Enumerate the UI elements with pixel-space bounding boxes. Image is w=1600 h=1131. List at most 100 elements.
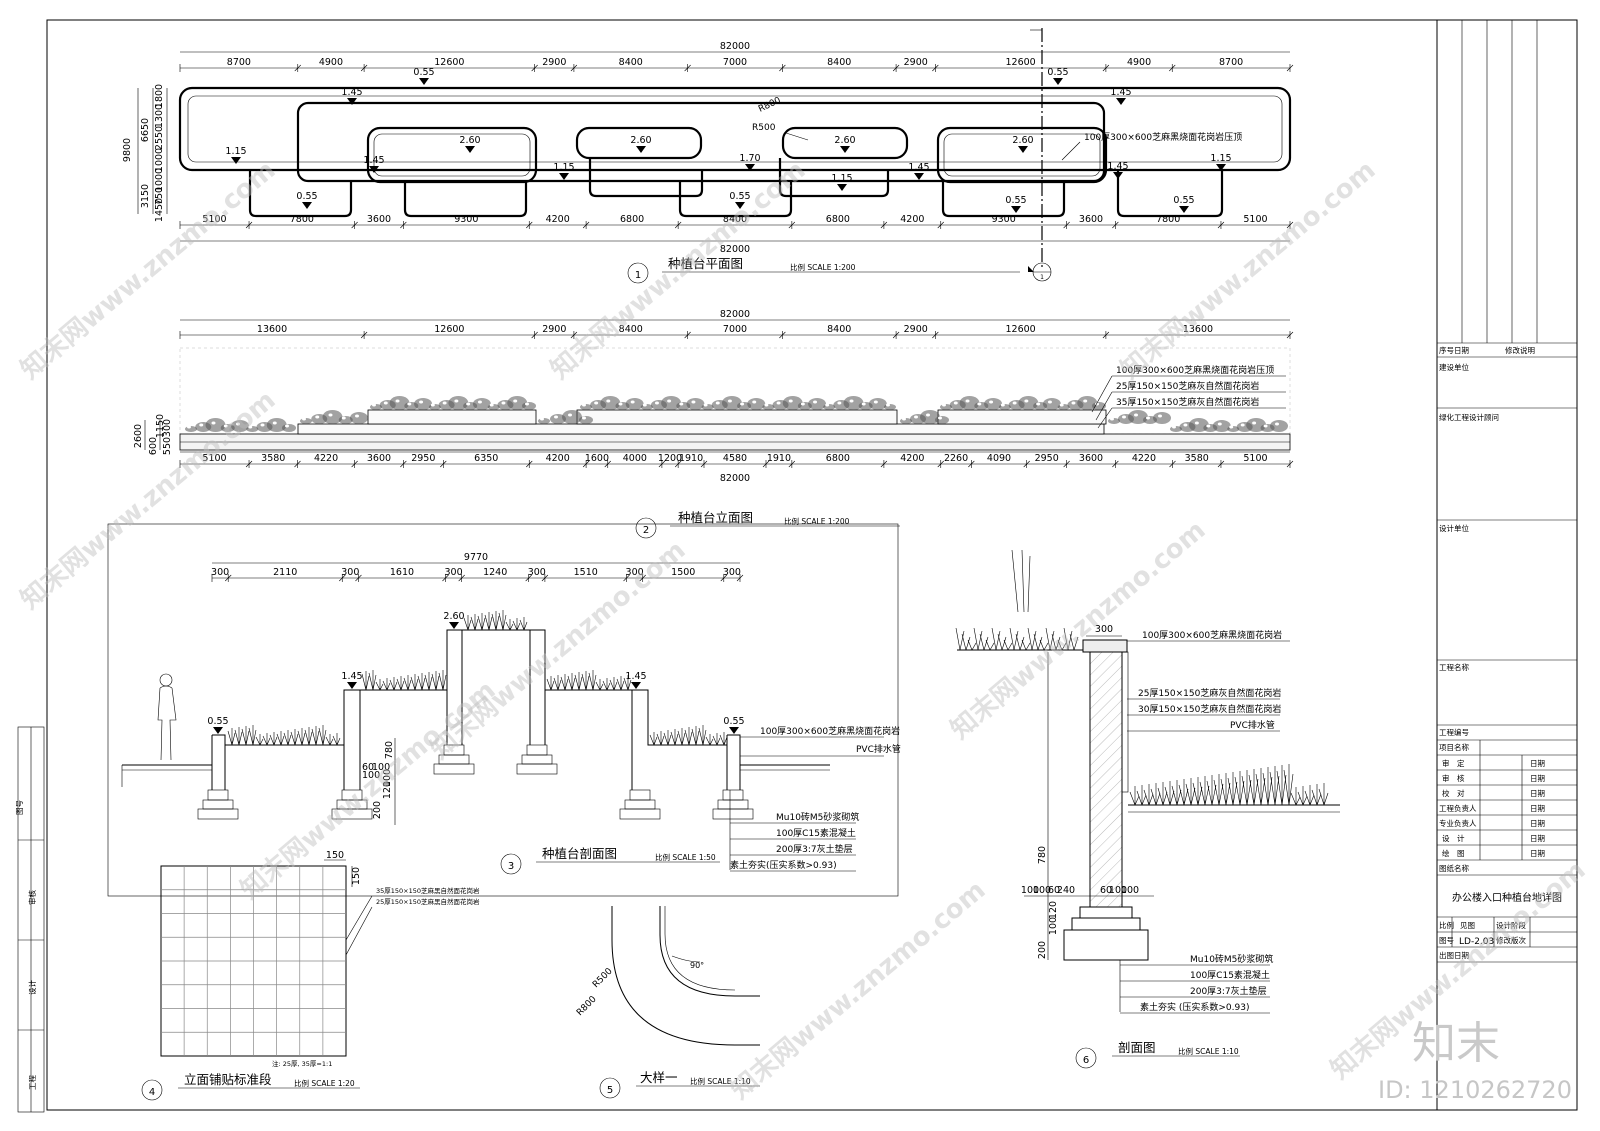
shrub-highlight [873,400,878,404]
dim-value: 8400 [723,214,747,225]
title-block: 序号日期 修改说明 建设单位 绿化工程设计顾问 设计单位 工程名称 工程编号 项… [1436,19,1578,1111]
shrub-highlight [1183,423,1188,427]
level-marker [302,202,312,209]
plant-stroke [290,729,299,746]
shrub-highlight [1229,425,1234,429]
plant-stroke [424,672,433,691]
svg-text:素土夯实(压实系数>0.93): 素土夯实(压实系数>0.93) [730,859,837,871]
shrub-highlight [1134,413,1138,417]
watermark-id: ID: 1210262720 [1378,1076,1572,1104]
shrub-highlight [302,417,306,421]
svg-text:比例 SCALE 1:50: 比例 SCALE 1:50 [655,852,716,862]
shrub [600,396,621,410]
svg-text:100厚C15素混凝土: 100厚C15素混凝土 [1190,969,1270,981]
shrub [868,398,887,410]
plant-stroke [1290,787,1301,806]
watermark-brand: 知末 [1412,1018,1500,1069]
plant-stroke [1027,627,1037,651]
shrub-highlight [630,400,635,404]
plant-stroke [1051,633,1061,651]
svg-text:2550: 2550 [154,126,165,150]
plant-stroke [297,728,306,746]
svg-text:90°: 90° [690,961,704,970]
level-value: 1.45 [1107,161,1128,172]
level-value: 0.55 [207,716,228,727]
level-value: 0.55 [296,191,317,202]
shrub-highlight [965,399,970,403]
plant-stroke [463,615,472,631]
svg-text:比例 SCALE 1:10: 比例 SCALE 1:10 [690,1076,751,1086]
drawing-name: 办公楼入口种植台地详图 [1452,891,1562,904]
plant-stroke [1248,769,1259,806]
corner-arc-outer [611,906,760,1046]
svg-text:比例 SCALE 1:10: 比例 SCALE 1:10 [1178,1046,1239,1056]
shrub-highlight [1146,416,1150,420]
dim-value: 4900 [1127,57,1151,68]
shrub-highlight [1071,401,1076,405]
svg-text:日期: 日期 [1530,759,1545,768]
svg-text:日期: 日期 [1530,819,1545,828]
wall-top-notes: 100厚300×600芝麻黑烧面花岗岩 25厚150×150芝麻灰自然面花岗岩 … [1127,629,1290,732]
plant-stroke [616,676,625,691]
svg-text:25厚150×150芝麻灰自然面花岗岩: 25厚150×150芝麻灰自然面花岗岩 [1138,687,1281,699]
upper-planter-center-right [781,126,909,160]
svg-text:Mu10砖M5砂浆砌筑: Mu10砖M5砂浆砌筑 [1190,953,1273,965]
svg-text:1000: 1000 [154,168,165,192]
shrub-highlight [383,401,388,405]
level-value: 1.45 [908,162,929,173]
level-marker [465,146,475,153]
plant-stroke [470,614,479,631]
shrub-highlight [395,399,400,403]
dim-value: 5100 [202,453,226,464]
svg-text:日期: 日期 [1530,774,1545,783]
shrub-highlight [1158,414,1162,418]
svg-text:知末网www.znzmo.com: 知末网www.znzmo.com [1115,155,1381,385]
shrub-highlight [813,400,818,404]
shrub-highlight [315,415,320,419]
svg-text:见图: 见图 [1460,921,1475,930]
plant-stroke [1192,777,1203,806]
shrub-highlight [825,403,830,407]
level-marker [347,98,357,105]
plant-stroke [234,727,243,746]
plant-stroke [991,627,1001,651]
lower-lobe-5 [778,158,890,198]
plant-stroke [1234,771,1245,806]
svg-text:6650: 6650 [140,118,151,142]
dim-value: 2110 [273,567,297,578]
plant-stroke [973,627,983,651]
svg-text:750: 750 [154,187,165,205]
plant-stroke [595,679,604,691]
svg-text:25厚150×150芝麻灰自然面花岗岩: 25厚150×150芝麻灰自然面花岗岩 [1116,380,1259,392]
shrub-highlight [938,416,942,420]
section-title-circle [500,853,522,875]
level-value: 1.45 [625,671,646,682]
section-wall-outline [211,629,741,790]
svg-text:100: 100 [382,769,393,787]
dim-value: 4200 [900,453,924,464]
shrub-highlight [837,401,842,405]
wall-footing-3 [1063,929,1149,961]
shrub-highlight [1206,424,1211,428]
svg-text:校 对: 校 对 [1442,788,1465,798]
human-scale-figure [157,673,177,761]
svg-text:550: 550 [162,437,173,455]
shrub-highlight [466,402,471,406]
dim-value: 8400 [619,324,643,335]
shrub [1212,420,1231,432]
plant-stroke [574,672,583,691]
shrub-highlight [861,402,866,406]
plant-stroke [1185,778,1196,806]
level-marker [914,173,924,180]
level-marker [1113,172,1123,179]
shrub-highlight [554,415,558,419]
svg-text:PVC排水管: PVC排水管 [856,743,901,755]
plan-title-circle [627,262,649,284]
wall-coping [1082,639,1128,653]
dim-value: 240 [1057,885,1075,896]
shrub-highlight [223,424,228,428]
shrub-highlight [642,403,647,407]
dim-value: 300 [723,567,741,578]
